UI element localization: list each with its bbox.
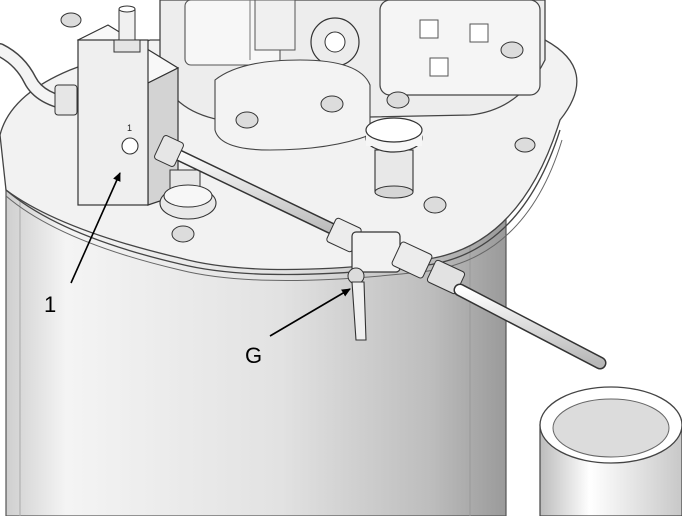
- callout-g-label: G: [245, 343, 262, 368]
- callout-1-label: 1: [44, 292, 56, 317]
- waste-container: [540, 387, 682, 516]
- valve-block-marking: 1: [127, 123, 132, 133]
